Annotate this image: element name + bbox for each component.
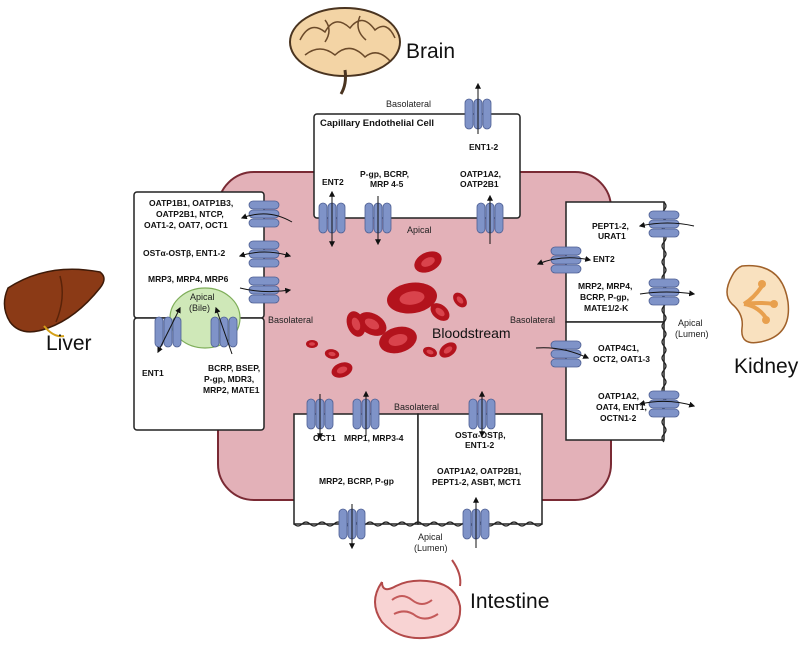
- intestine-uptake-line2: PEPT1-2, ASBT, MCT1: [432, 477, 521, 487]
- arrow-liver-ost: [238, 251, 292, 258]
- liver-mrp-label: MRP3, MRP4, MRP6: [148, 274, 229, 284]
- transporter-kidney-oatp1a2: [648, 390, 680, 418]
- liver-uptake-line1: OATP1B1, OATP1B3,: [149, 198, 233, 208]
- liver-label: Liver: [46, 332, 92, 355]
- kidney-oatp1a2-line2: OAT4, ENT1,: [596, 402, 647, 412]
- capillary-cell-title: Capillary Endothelial Cell: [320, 118, 434, 129]
- kidney-illustration: [726, 264, 790, 344]
- transporter-liver-ost: [248, 240, 280, 268]
- arrow-liver-ent1: [157, 306, 181, 354]
- kidney-mrp-line3: MATE1/2-K: [584, 303, 629, 313]
- arrow-kidney-ent2: [536, 256, 592, 265]
- kidney-label: Kidney: [734, 355, 799, 378]
- kidney-oatp1a2-line3: OCTN1-2: [600, 413, 637, 423]
- transporter-kidney-ent2: [550, 246, 582, 274]
- liver-canalicular-line1: BCRP, BSEP,: [208, 363, 260, 373]
- intestine-illustration: [374, 559, 462, 640]
- arrow-kidney-pept: [638, 222, 695, 228]
- kidney-mrp-line1: MRP2, MRP4,: [578, 281, 632, 291]
- brain-ent12-label: ENT1-2: [469, 142, 499, 152]
- transporter-kidney-oatp4c1: [550, 340, 582, 368]
- liver-canalicular-line3: MRP2, MATE1: [203, 385, 260, 395]
- liver-apical-line1: Apical: [190, 292, 215, 302]
- kidney-cell-lower: [565, 321, 665, 441]
- intestine-apical-line1: Apical: [418, 532, 443, 542]
- liver-uptake-line2: OATP2B1, NTCP,: [156, 209, 224, 219]
- liver-ent1-label: ENT1: [142, 368, 164, 378]
- arrow-liver-mrp: [239, 287, 292, 294]
- liver-ost-label: OSTα-OSTβ, ENT1-2: [143, 248, 225, 258]
- brain-basolateral-label: Basolateral: [386, 99, 431, 109]
- liver-uptake-line3: OAT1-2, OAT7, OCT1: [144, 220, 228, 230]
- intestine-brush-border: [293, 521, 543, 527]
- rbc-11: [306, 340, 318, 348]
- kidney-basolateral-label: Basolateral: [510, 315, 555, 325]
- kidney-oatp1a2-line1: OATP1A2,: [598, 391, 639, 401]
- kidney-apical-line2: (Lumen): [675, 329, 709, 339]
- intestine-basolateral-label: Basolateral: [394, 402, 439, 412]
- intestine-label: Intestine: [470, 590, 549, 613]
- brain-label: Brain: [406, 40, 455, 63]
- kidney-oatp4c1-line1: OATP4C1,: [598, 343, 639, 353]
- kidney-pept-line2: URAT1: [598, 231, 626, 241]
- kidney-pept-line1: PEPT1-2,: [592, 221, 629, 231]
- intestine-ost-line2: ENT1-2: [465, 440, 495, 450]
- intestine-ost-line1: OSTα-OSTβ,: [455, 430, 506, 440]
- arrow-kidney-oatp1a2: [638, 400, 696, 408]
- kidney-apical-line1: Apical: [678, 318, 703, 328]
- intestine-oct1-label: OCT1: [313, 433, 336, 443]
- liver-illustration: [3, 268, 105, 338]
- brain-oatp-line1: OATP1A2,: [460, 169, 501, 179]
- kidney-ent2-label: ENT2: [593, 254, 615, 264]
- kidney-mrp-line2: BCRP, P-gp,: [580, 292, 629, 302]
- transporter-liver-mrp: [248, 276, 280, 304]
- brain-oatp-line2: OATP2B1: [460, 179, 499, 189]
- liver-basolateral-label: Basolateral: [268, 315, 313, 325]
- arrow-liver-canalicular: [214, 306, 233, 355]
- kidney-oatp4c1-line2: OCT2, OAT1-3: [593, 354, 650, 364]
- intestine-mrp-label: MRP1, MRP3-4: [344, 433, 404, 443]
- liver-canalicular-line2: P-gp, MDR3,: [204, 374, 254, 384]
- arrow-kidney-mrp: [639, 290, 696, 297]
- brain-apical-label: Apical: [407, 225, 432, 235]
- intestine-cell-left: [293, 413, 419, 525]
- brain-ent2-label: ENT2: [322, 177, 344, 187]
- brain-efflux-line2: MRP 4-5: [370, 179, 404, 189]
- brain-illustration: [289, 7, 401, 95]
- intestine-efflux-label: MRP2, BCRP, P-gp: [319, 476, 394, 486]
- intestine-apical-line2: (Lumen): [414, 543, 448, 553]
- liver-apical-line2: (Bile): [189, 303, 210, 313]
- capillary-endothelial-cell: [313, 113, 521, 219]
- bloodstream-label: Bloodstream: [432, 325, 511, 341]
- arrow-kidney-oatp4c1: [535, 347, 590, 359]
- arrow-liver-uptake: [240, 213, 293, 223]
- intestine-uptake-line1: OATP1A2, OATP2B1,: [437, 466, 521, 476]
- brain-efflux-line1: P-gp, BCRP,: [360, 169, 409, 179]
